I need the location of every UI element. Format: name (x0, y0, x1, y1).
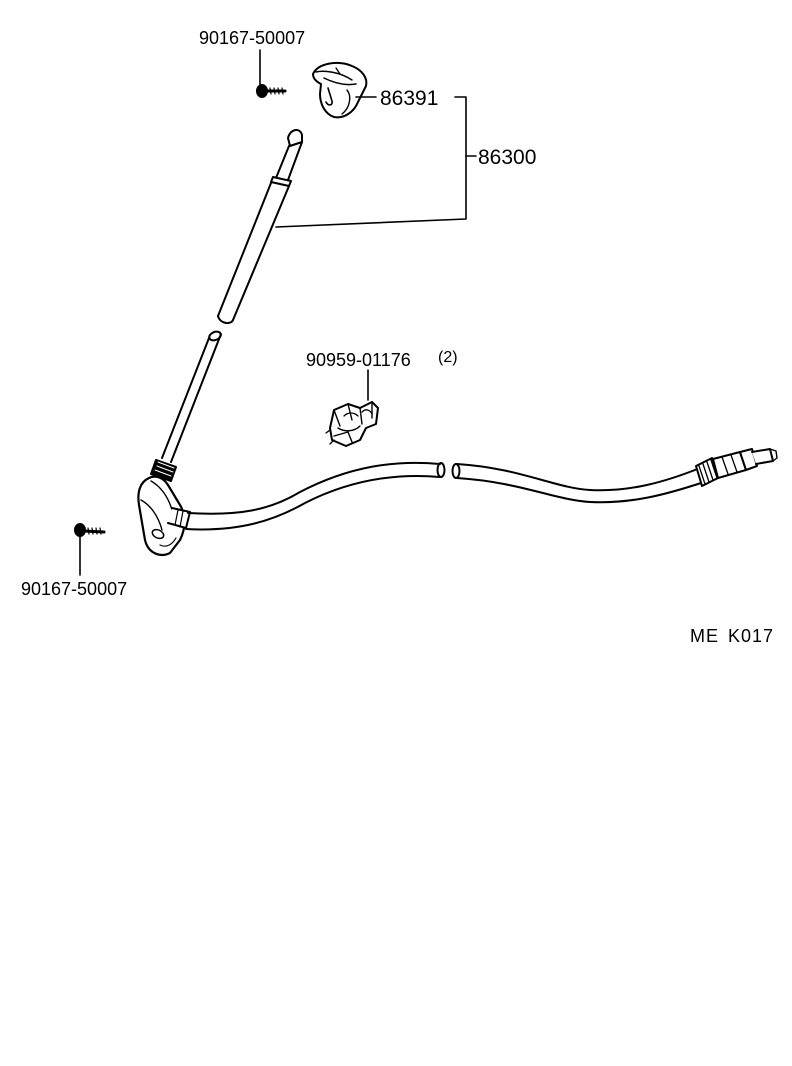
label-screw-top: 90167-50007 (199, 28, 306, 48)
screw-top-icon (256, 49, 287, 98)
label-cable-clamp: 90959-01176 (306, 350, 411, 370)
antenna-base-icon (137, 475, 191, 557)
screw-bottom-icon (74, 523, 106, 576)
bracket-86300 (275, 96, 477, 228)
cable-clamp-icon (325, 369, 379, 447)
antenna-cable-right-icon (451, 463, 705, 504)
antenna-cable-left-icon (185, 461, 446, 531)
label-screw-bottom: 90167-50007 (21, 579, 128, 599)
diagram-code-prefix: ME (690, 626, 719, 646)
label-antenna-assembly: 86300 (478, 146, 537, 169)
antenna-mast-lower-icon (150, 330, 222, 482)
cable-connector-icon (695, 448, 778, 487)
label-cable-clamp-qty: (2) (438, 349, 458, 366)
antenna-mast-upper-icon (217, 129, 303, 325)
label-antenna-cap: 86391 (380, 87, 439, 110)
antenna-cap-icon (312, 61, 368, 119)
diagram-code-number: K017 (728, 626, 775, 646)
